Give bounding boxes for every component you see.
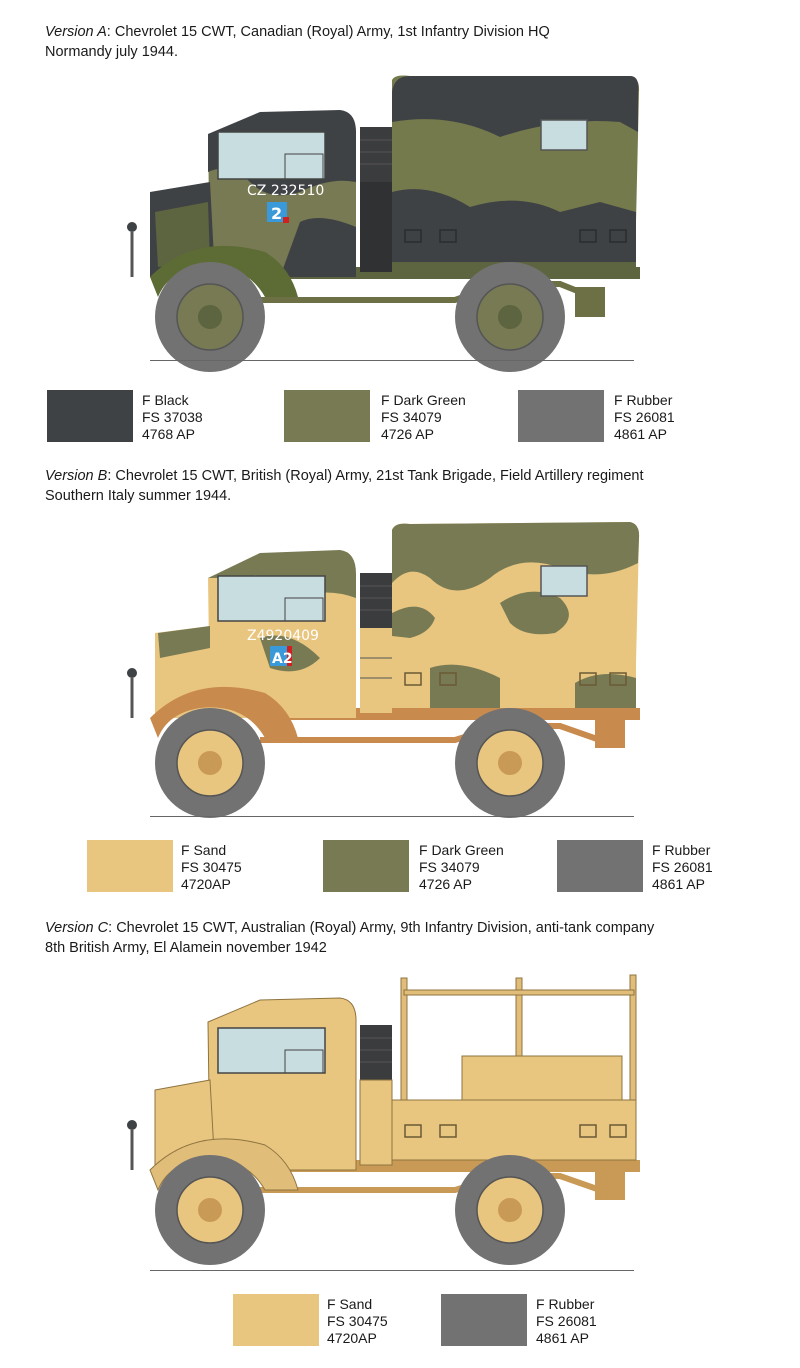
ground-line xyxy=(150,360,634,361)
caption-version-a: Version A: Chevrolet 15 CWT, Canadian (R… xyxy=(45,22,550,62)
truck-illustration-b: Z4920409 A2 xyxy=(127,522,640,818)
truck-illustration-c xyxy=(127,974,640,1265)
color-swatch xyxy=(441,1294,527,1346)
version-label: Version C xyxy=(45,920,109,936)
unit-badge: A2 xyxy=(272,651,293,667)
color-swatch xyxy=(87,840,173,892)
version-subtitle: 8th British Army, El Alamein november 19… xyxy=(45,940,327,956)
color-swatch xyxy=(284,390,370,442)
registration-number: CZ 232510 xyxy=(247,183,324,199)
rear-wheel xyxy=(455,262,565,372)
ground-line xyxy=(150,816,634,817)
version-title: : Chevrolet 15 CWT, British (Royal) Army… xyxy=(107,468,644,484)
caption-version-c: Version C: Chevrolet 15 CWT, Australian … xyxy=(45,918,654,958)
version-label: Version B xyxy=(45,468,108,484)
rear-wheel xyxy=(455,1155,565,1265)
rear-wheel xyxy=(455,708,565,818)
front-wheel xyxy=(155,1155,265,1265)
truck-illustration-a: CZ 232510 2 xyxy=(127,75,640,372)
version-title: : Chevrolet 15 CWT, Australian (Royal) A… xyxy=(108,920,655,936)
version-title: : Chevrolet 15 CWT, Canadian (Royal) Arm… xyxy=(106,24,550,40)
color-swatch xyxy=(47,390,133,442)
version-label: Version A xyxy=(45,24,107,40)
ground-line xyxy=(150,1270,634,1271)
unit-badge: 2 xyxy=(271,204,282,223)
registration-number: Z4920409 xyxy=(247,628,319,644)
version-subtitle: Normandy july 1944. xyxy=(45,44,178,60)
front-wheel xyxy=(155,708,265,818)
color-swatch xyxy=(323,840,409,892)
color-swatch xyxy=(233,1294,319,1346)
caption-version-b: Version B: Chevrolet 15 CWT, British (Ro… xyxy=(45,466,643,506)
color-swatch xyxy=(557,840,643,892)
front-wheel xyxy=(155,262,265,372)
color-swatch xyxy=(518,390,604,442)
version-subtitle: Southern Italy summer 1944. xyxy=(45,488,232,504)
